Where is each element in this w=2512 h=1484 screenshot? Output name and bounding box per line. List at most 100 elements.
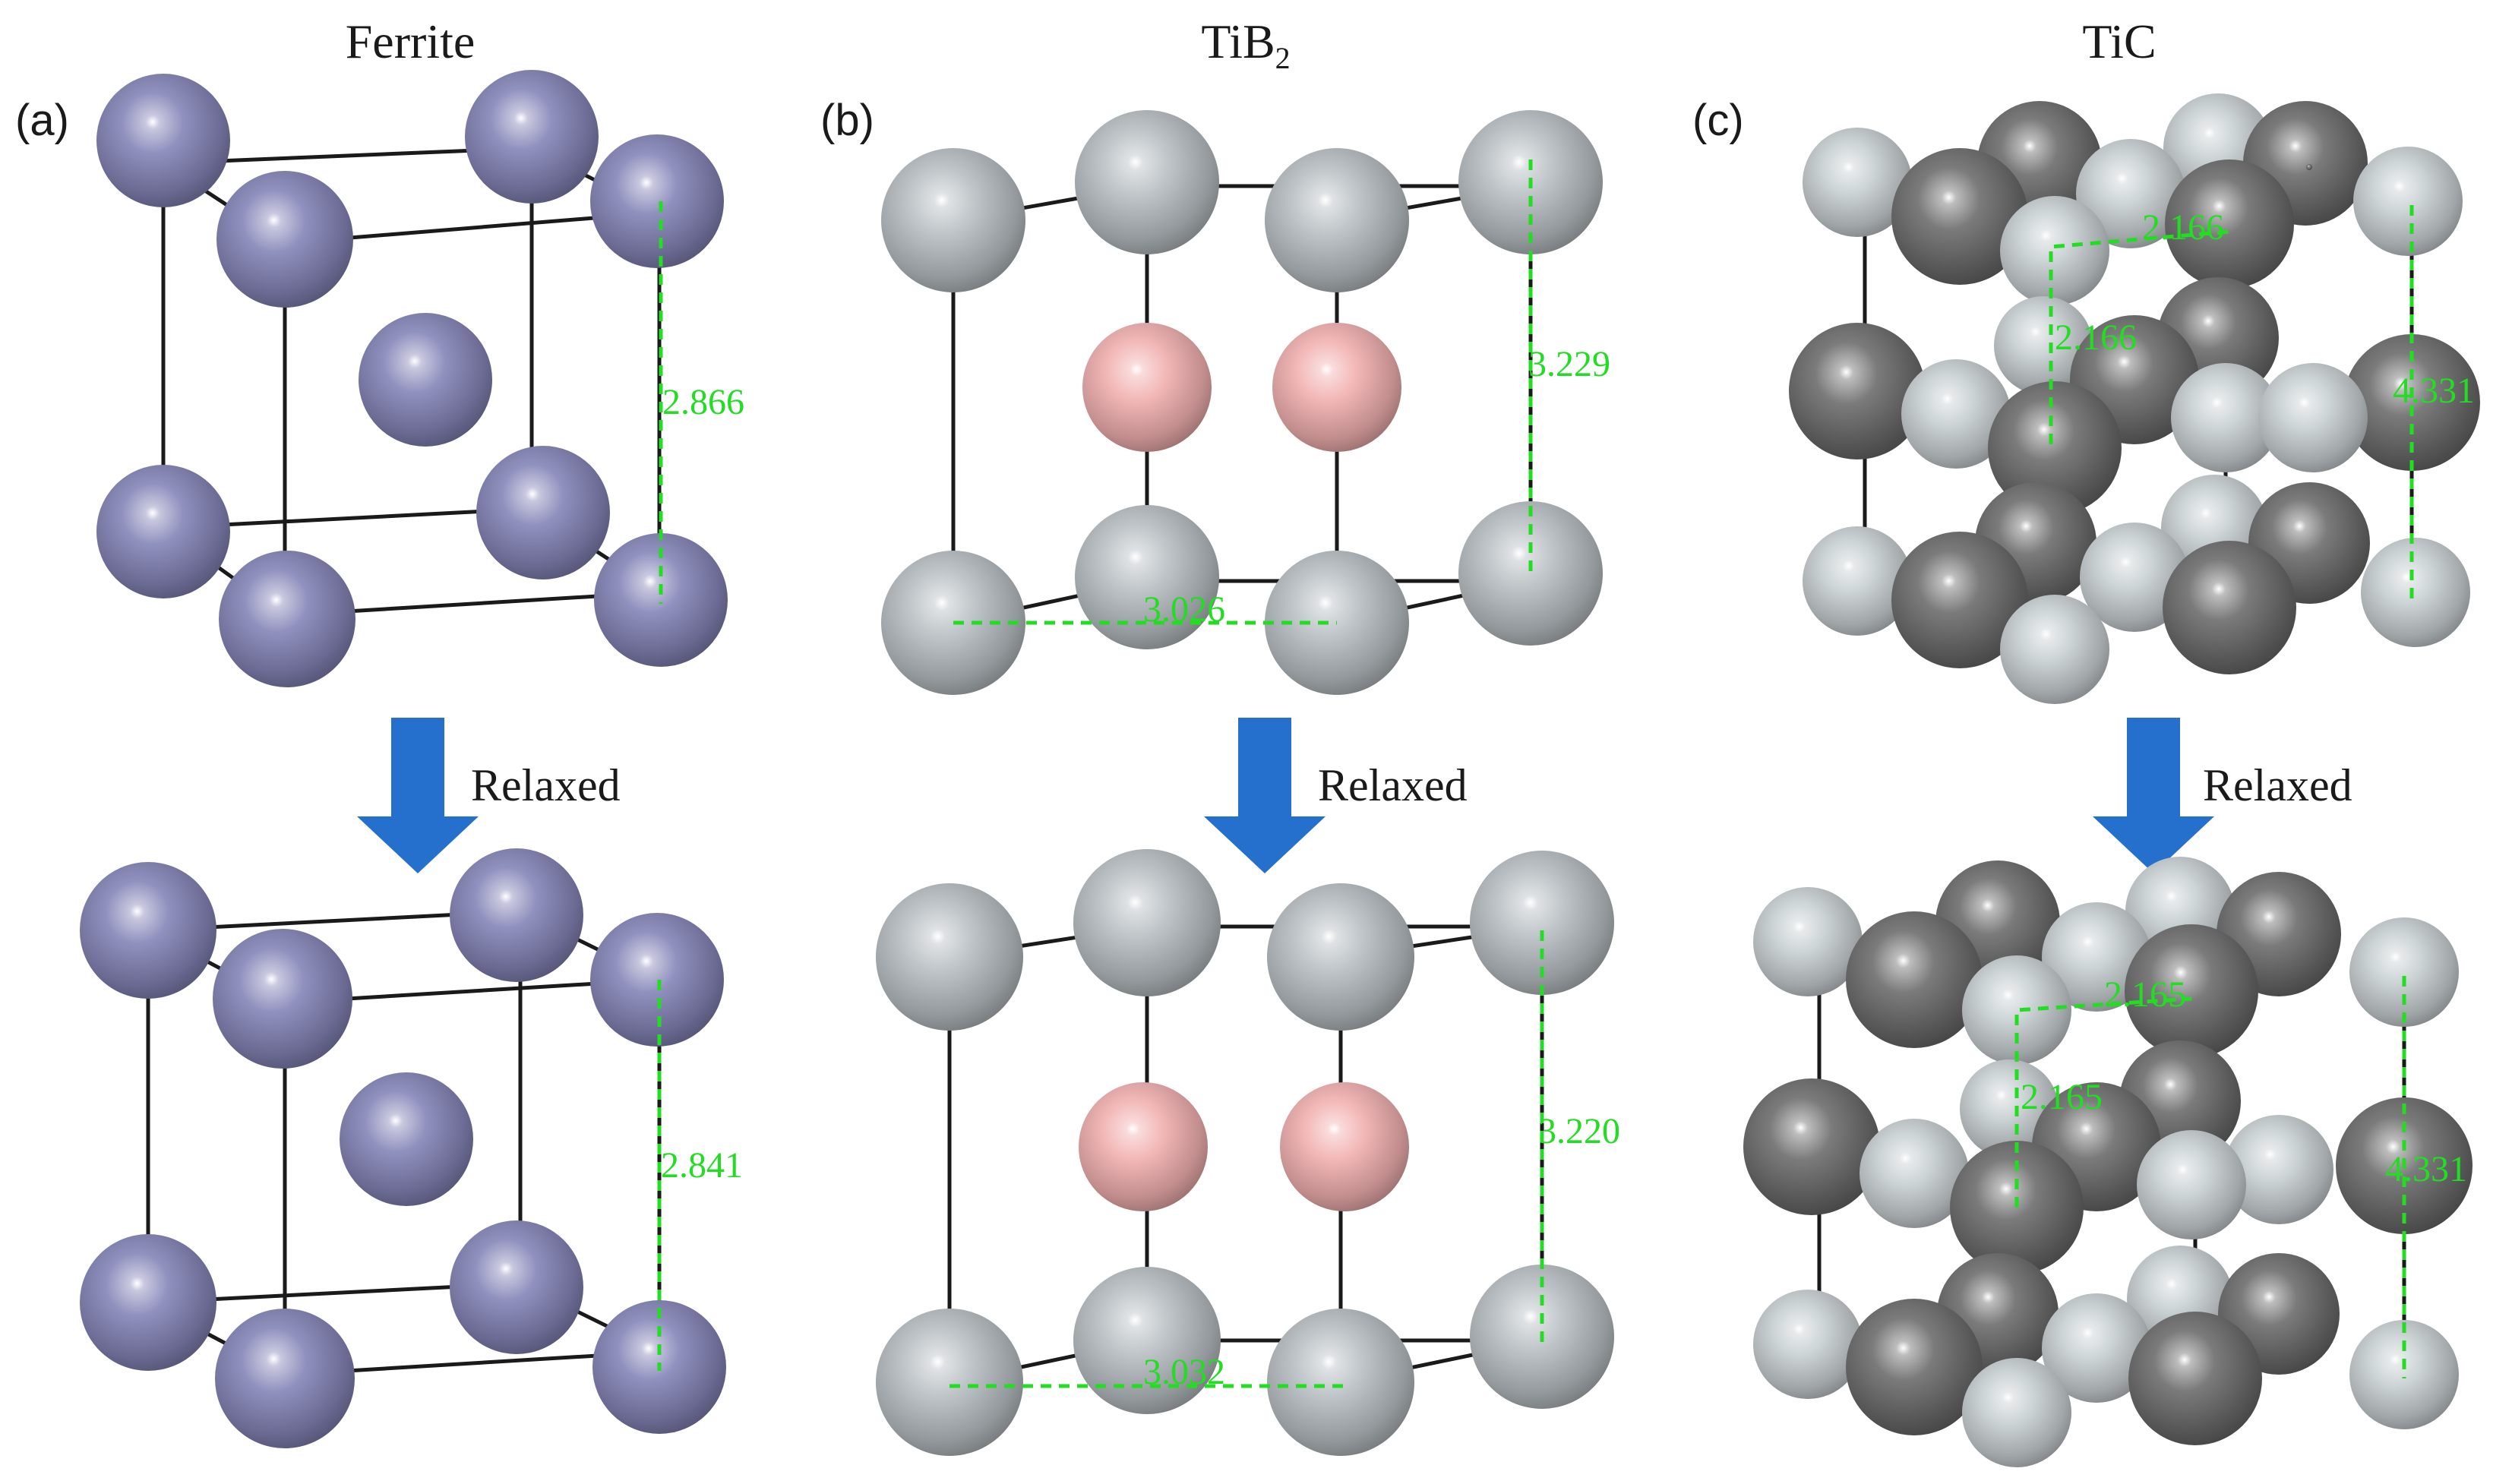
ti-atom xyxy=(1753,1290,1863,1399)
panel-b-label: (b) xyxy=(820,96,874,145)
ti-atom xyxy=(1265,148,1409,292)
panel-c-label: (c) xyxy=(1692,96,1744,145)
lattice-parameter-label: 4.331 xyxy=(2385,1149,2467,1189)
fe-atom xyxy=(96,74,230,207)
panel-c-relaxed-label: Relaxed xyxy=(2203,760,2352,810)
c-atom xyxy=(2343,334,2480,471)
lattice-parameter-label: 2.866 xyxy=(662,382,744,422)
fe-atom xyxy=(450,1220,583,1354)
lattice-parameter-label: 3.229 xyxy=(1528,344,1610,384)
fe-atom xyxy=(450,848,583,982)
fe-atom xyxy=(359,313,492,447)
lattice-measure-h xyxy=(2049,229,2230,444)
ti-atom xyxy=(1860,1119,1969,1228)
c-atom xyxy=(2306,164,2312,170)
c-atom xyxy=(2125,924,2258,1058)
ti-atom xyxy=(1458,501,1603,646)
ti-atom xyxy=(2224,1115,2333,1224)
panel-a-label: (a) xyxy=(15,96,69,145)
b-atom xyxy=(1082,323,1212,452)
lattice-parameter-label: 3.220 xyxy=(1538,1111,1620,1151)
ti-atom xyxy=(876,1309,1023,1456)
tic-relaxed-cell: 2.165 2.165 4.331 xyxy=(1743,857,2473,1467)
b-atom xyxy=(1079,1082,1208,1211)
ti-atom xyxy=(2349,917,2459,1027)
ti-atom xyxy=(2042,902,2151,1012)
c-atom xyxy=(1988,381,2122,515)
lattice-parameter-label: 2.166 xyxy=(2142,207,2224,248)
ti-atom xyxy=(881,148,1025,292)
b-atom xyxy=(1272,323,1401,452)
fe-atom xyxy=(213,929,352,1069)
fe-atom xyxy=(219,551,355,687)
fe-atom xyxy=(590,913,724,1047)
ti-atom xyxy=(1901,359,2011,469)
ti-atom xyxy=(1803,526,1912,636)
fe-atom xyxy=(80,862,216,999)
ti-atom xyxy=(2000,595,2109,704)
tib2-unrelaxed-cell: 3.229 3.026 xyxy=(881,110,1610,695)
fe-atom xyxy=(340,1072,473,1206)
fe-atom xyxy=(590,134,724,268)
c-atom xyxy=(1846,1299,1983,1435)
relaxation-arrow xyxy=(357,718,479,873)
lattice-parameter-label: 3.032 xyxy=(1143,1352,1225,1392)
ti-atom xyxy=(2361,538,2470,647)
ti-atom xyxy=(1470,851,1614,995)
c-atom xyxy=(1891,532,2028,668)
ti-atom xyxy=(1803,128,1912,237)
ti-atom xyxy=(1962,955,2071,1065)
ti-atom xyxy=(1075,110,1219,254)
c-atom xyxy=(1789,323,1926,459)
tib2-relaxed-cell: 3.220 3.032 xyxy=(876,849,1620,1456)
ti-atom xyxy=(1994,296,2093,395)
ti-atom xyxy=(1075,505,1219,649)
c-atom xyxy=(1891,148,2028,285)
ti-atom xyxy=(2137,1130,2246,1239)
ti-atom xyxy=(2076,139,2185,248)
panel-a-title: Ferrite xyxy=(345,14,476,68)
ti-atom xyxy=(2000,196,2109,305)
c-atom xyxy=(1743,1078,1880,1215)
panel-b-title: TiB2 xyxy=(1201,14,1290,76)
lattice-parameter-label: 2.841 xyxy=(661,1145,743,1186)
ti-atom xyxy=(1073,849,1221,996)
lattice-parameter-label: 2.165 xyxy=(2104,974,2186,1015)
fe-atom xyxy=(80,1234,216,1371)
lattice-parameter-label: 3.026 xyxy=(1143,589,1225,630)
relaxation-arrow xyxy=(2093,718,2214,873)
ti-atom xyxy=(2080,523,2189,632)
b-atom xyxy=(1280,1082,1409,1211)
panel-b-title-subscript: 2 xyxy=(1275,40,1291,75)
fe-atom xyxy=(465,70,599,204)
fe-atom xyxy=(216,171,353,308)
ti-atom xyxy=(1073,1267,1221,1414)
ti-atom xyxy=(2353,147,2463,256)
panel-b-relaxed-label: Relaxed xyxy=(1318,760,1468,810)
panel-a-relaxed-label: Relaxed xyxy=(471,760,621,810)
ti-atom xyxy=(876,883,1023,1031)
fe-atom xyxy=(96,465,230,598)
fe-atom xyxy=(215,1309,355,1448)
ti-atom xyxy=(2042,1293,2151,1403)
panel-c-title: TiC xyxy=(2082,14,2157,68)
ti-atom xyxy=(2258,363,2368,472)
ferrite-relaxed-cell: 2.841 xyxy=(80,848,743,1448)
ferrite-unrelaxed-cell: 2.866 xyxy=(96,70,744,687)
ti-atom xyxy=(1267,1309,1414,1456)
c-atom xyxy=(2128,1312,2262,1445)
c-atom xyxy=(2163,541,2296,674)
ti-atom xyxy=(2171,363,2280,472)
c-atom xyxy=(2165,159,2294,289)
panel-b-title-main: TiB xyxy=(1201,14,1275,68)
ti-atom xyxy=(1962,1358,2071,1467)
fe-atom xyxy=(594,533,728,667)
ti-atom xyxy=(1753,887,1863,996)
lattice-parameter-label: 4.331 xyxy=(2393,371,2475,411)
lattice-parameter-label: 2.165 xyxy=(2021,1077,2103,1117)
relaxation-arrow xyxy=(1204,718,1326,873)
tic-unrelaxed-cell: 2.166 2.166 4.331 xyxy=(1789,93,2480,704)
fe-atom xyxy=(476,446,610,579)
lattice-measure-h xyxy=(2014,996,2192,1208)
